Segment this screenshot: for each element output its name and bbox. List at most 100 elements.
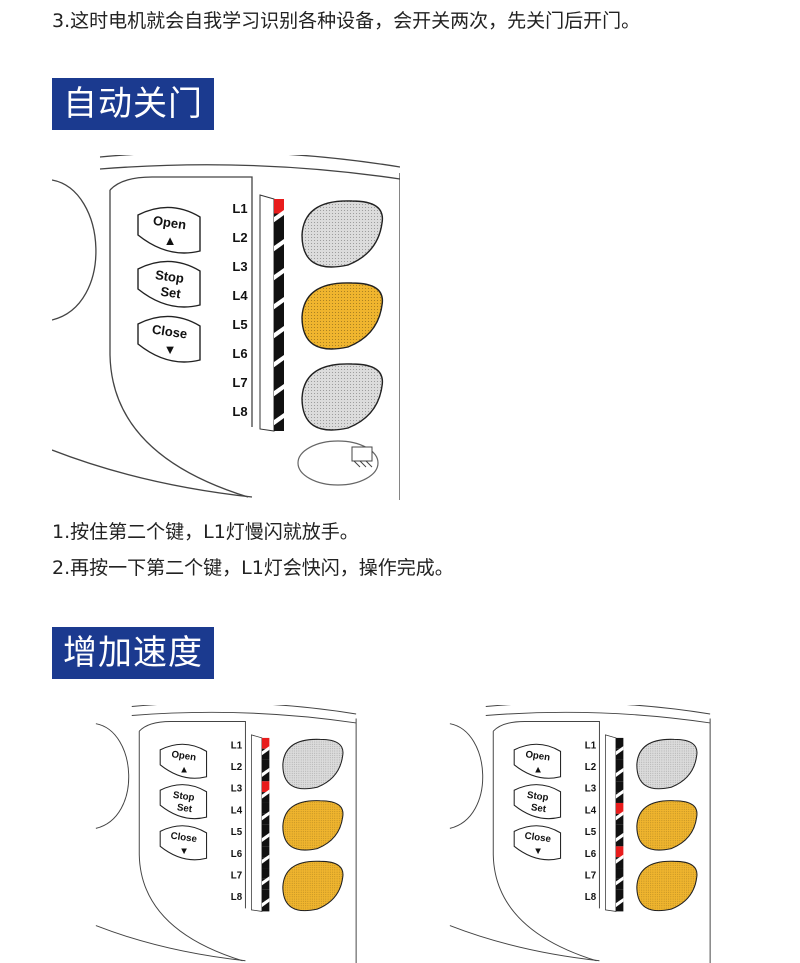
led-label-6: L6	[585, 849, 597, 860]
led-label-1: L1	[231, 740, 243, 751]
led-label-2: L2	[232, 230, 247, 245]
led-stripe	[274, 242, 284, 257]
oval-texture	[282, 861, 343, 911]
button-label-open: Open	[171, 749, 197, 763]
casing-left-lobe	[52, 179, 97, 321]
button-shape	[137, 315, 201, 363]
led-stripe	[261, 878, 270, 890]
led-4-on	[615, 802, 624, 814]
button-label-close: Close	[524, 831, 552, 846]
led-2	[615, 759, 624, 771]
led-label-1: L1	[232, 201, 247, 216]
led-label-8: L8	[231, 892, 243, 903]
led-label-4: L4	[231, 805, 243, 816]
led-label-1: L1	[585, 740, 597, 751]
led-stripe	[261, 900, 270, 912]
led-7	[274, 373, 284, 388]
led-7	[615, 868, 624, 879]
led-label-3: L3	[585, 784, 597, 795]
oval-texture	[636, 800, 697, 851]
led-label-2: L2	[231, 762, 243, 773]
oval-texture	[302, 200, 383, 267]
led-6	[261, 846, 270, 858]
led-stripe	[274, 358, 284, 373]
instruction-step-1: 1.按住第二个键，L1灯慢闪就放手。	[52, 521, 359, 543]
led-8	[274, 402, 284, 417]
led-stripe-white	[615, 746, 624, 756]
connector-shape	[351, 446, 373, 462]
led-stripe-white	[261, 811, 270, 821]
casing-left-lobe	[449, 723, 484, 829]
led-3-on	[261, 781, 270, 793]
oval-texture	[636, 861, 697, 911]
led-stripe	[274, 271, 284, 286]
indicator-oval-yellow	[301, 282, 384, 350]
arrow-up-icon: ▲	[164, 233, 177, 248]
button-open: Open▲	[159, 743, 208, 779]
led-label-7: L7	[231, 870, 242, 881]
casing-bottom-curve	[52, 449, 253, 498]
casing-bottom-curve	[95, 925, 246, 962]
button-open: Open▲	[513, 743, 562, 779]
button-shape	[137, 260, 201, 308]
led-stripe-white	[261, 832, 270, 843]
connector-hatch	[353, 460, 373, 468]
led-stripe-white	[274, 384, 284, 397]
led-stripe	[261, 748, 270, 760]
led-bar-frame	[605, 734, 617, 912]
button-label-stop-set: Stop	[526, 790, 549, 804]
led-stripe	[615, 900, 624, 912]
led-stripe	[274, 300, 284, 315]
button-shape	[159, 743, 208, 779]
led-stripe	[615, 748, 624, 760]
led-stripe	[615, 792, 624, 803]
oval-texture	[636, 739, 697, 789]
motor-sensor-icon	[297, 440, 379, 486]
button-label-set: Set	[530, 802, 547, 815]
led-label-8: L8	[232, 404, 247, 419]
oval-texture	[302, 282, 383, 349]
led-stripe-white	[274, 239, 284, 252]
led-stripe-white	[274, 355, 284, 368]
led-5	[615, 824, 624, 836]
led-stripe	[274, 213, 284, 228]
led-bar-frame	[259, 194, 275, 432]
panel-outline-left	[138, 731, 243, 962]
led-stripe	[274, 329, 284, 344]
arrow-down-icon: ▼	[179, 846, 189, 857]
led-stripe-white	[615, 767, 624, 777]
button-label-open: Open	[152, 213, 187, 232]
led-1-on	[274, 199, 284, 214]
led-stripe	[261, 792, 270, 803]
led-bar-frame	[251, 734, 263, 912]
led-label-5: L5	[585, 827, 597, 838]
led-8	[261, 889, 270, 901]
led-stripe	[615, 813, 624, 825]
led-label-2: L2	[585, 762, 597, 773]
led-label-4: L4	[232, 288, 248, 303]
led-stripe	[261, 857, 270, 869]
led-stripe-white	[261, 854, 270, 864]
led-stripe-white	[261, 897, 270, 908]
indicator-oval-yellow	[636, 800, 698, 851]
led-label-3: L3	[231, 784, 243, 795]
instruction-step-2: 2.再按一下第二个键，L1灯会快闪，操作完成。	[52, 557, 454, 579]
button-shape	[159, 784, 208, 820]
led-label-4: L4	[585, 805, 597, 816]
led-8	[615, 889, 624, 901]
casing-top-curve-inner	[99, 164, 400, 180]
led-stripe-white	[274, 268, 284, 281]
led-stripe	[261, 835, 270, 847]
indicator-oval-yellow	[636, 860, 698, 912]
button-label-stop-set: Stop	[154, 267, 185, 286]
panel-outline-left	[492, 731, 597, 962]
casing-top-curve	[485, 705, 711, 715]
led-3	[615, 781, 624, 793]
casing-top-curve	[99, 155, 400, 168]
led-stripe-white	[615, 811, 624, 821]
